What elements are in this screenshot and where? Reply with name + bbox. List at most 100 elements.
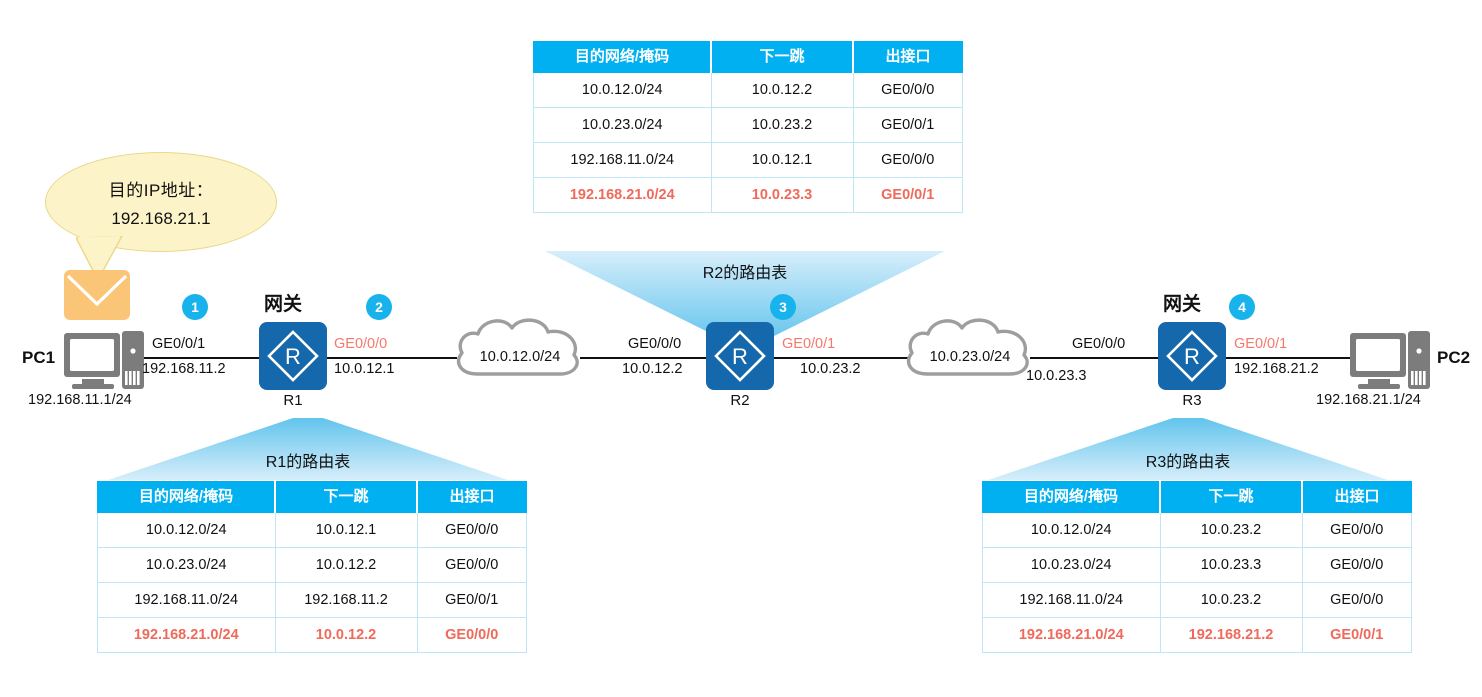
cell-dest: 10.0.12.0/24: [982, 512, 1161, 548]
r3-left-iface-label: GE0/0/0: [1072, 336, 1126, 352]
cell-dest: 10.0.23.0/24: [97, 547, 276, 583]
table-row: 192.168.11.0/24 192.168.11.2 GE0/0/1: [97, 582, 527, 618]
cloud-left-icon: [456, 318, 579, 376]
column-header-nexthop: 下一跳: [1159, 481, 1303, 513]
r2-right-iface-label: GE0/0/1: [782, 336, 836, 352]
column-header-dest: 目的网络/掩码: [982, 481, 1161, 513]
cell-iface: GE0/0/0: [416, 617, 527, 653]
cloud-right-icon: [906, 318, 1029, 376]
funnel-title-r2: R2的路由表: [702, 265, 788, 282]
link-r2-cloud2: [774, 357, 908, 359]
cell-dest: 10.0.23.0/24: [533, 107, 712, 143]
column-header-dest: 目的网络/掩码: [97, 481, 276, 513]
cell-iface: GE0/0/0: [1301, 582, 1412, 618]
table-row: 192.168.11.0/24 10.0.12.1 GE0/0/0: [533, 142, 963, 178]
pc2-ip-label: 192.168.21.1/24: [1316, 392, 1421, 408]
table-row: 10.0.23.0/24 10.0.23.2 GE0/0/1: [533, 107, 963, 143]
r2-left-iface-label: GE0/0/0: [628, 336, 682, 352]
cell-dest: 10.0.23.0/24: [982, 547, 1161, 583]
table-header-row: 目的网络/掩码 下一跳 出接口: [533, 41, 963, 73]
pc1-icon: [64, 331, 144, 389]
r1-left-iface-label: GE0/0/1: [152, 336, 206, 352]
table-row: 10.0.12.0/24 10.0.12.2 GE0/0/0: [533, 72, 963, 108]
funnel-r2: [545, 251, 945, 343]
cell-nexthop: 10.0.12.1: [274, 512, 418, 548]
table-row: 10.0.23.0/24 10.0.12.2 GE0/0/0: [97, 547, 527, 583]
cell-dest: 192.168.21.0/24: [533, 177, 712, 213]
funnel-r3: [988, 418, 1388, 480]
callout-line-2: 192.168.21.1: [111, 208, 211, 228]
cloud-right-label: 10.0.23.0/24: [929, 349, 1011, 365]
r2-right-ip-label: 10.0.23.2: [800, 361, 861, 377]
funnel-title-r1: R1的路由表: [265, 454, 351, 471]
step-badge-3: 3: [770, 294, 796, 320]
link-pc1-r1: [144, 357, 260, 359]
routing-table-r3: 目的网络/掩码 下一跳 出接口 10.0.12.0/24 10.0.23.2 G…: [982, 481, 1412, 653]
table-header-row: 目的网络/掩码 下一跳 出接口: [97, 481, 527, 513]
column-header-nexthop: 下一跳: [274, 481, 418, 513]
table-row: 10.0.23.0/24 10.0.23.3 GE0/0/0: [982, 547, 1412, 583]
funnel-r1: [108, 418, 508, 480]
table-row-highlighted: 192.168.21.0/24 10.0.23.3 GE0/0/1: [533, 177, 963, 213]
cell-dest: 10.0.12.0/24: [97, 512, 276, 548]
pc2-icon: [1350, 331, 1430, 389]
column-header-iface: 出接口: [416, 481, 527, 513]
link-r3-pc2: [1226, 357, 1352, 359]
cell-nexthop: 10.0.23.3: [1159, 547, 1303, 583]
pc1-label: PC1: [22, 348, 56, 367]
packet-envelope-icon: [64, 270, 130, 320]
cell-iface: GE0/0/0: [416, 547, 527, 583]
step-badge-1: 1: [182, 294, 208, 320]
cell-dest: 192.168.21.0/24: [982, 617, 1161, 653]
r3-name-label: R3: [1182, 392, 1202, 409]
cell-iface: GE0/0/0: [1301, 512, 1412, 548]
table-row: 10.0.12.0/24 10.0.12.1 GE0/0/0: [97, 512, 527, 548]
pc1-ip-label: 192.168.11.1/24: [28, 392, 132, 408]
table-row: 192.168.11.0/24 10.0.23.2 GE0/0/0: [982, 582, 1412, 618]
callout-line-1: 目的IP地址：: [108, 180, 214, 200]
cell-nexthop: 10.0.23.2: [1159, 512, 1303, 548]
r1-left-ip-label: 192.168.11.2: [142, 361, 226, 377]
cell-iface: GE0/0/1: [852, 177, 963, 213]
cell-nexthop: 10.0.12.2: [274, 617, 418, 653]
r2-left-ip-label: 10.0.12.2: [622, 361, 683, 377]
svg-text:R: R: [1184, 344, 1200, 369]
step-badge-4: 4: [1229, 294, 1255, 320]
column-header-iface: 出接口: [852, 41, 963, 73]
cell-dest: 192.168.11.0/24: [97, 582, 276, 618]
routing-table-r1: 目的网络/掩码 下一跳 出接口 10.0.12.0/24 10.0.12.1 G…: [97, 481, 527, 653]
cloud-left-label: 10.0.12.0/24: [479, 349, 561, 365]
r2-name-label: R2: [730, 392, 750, 409]
link-cloud2-r3: [1030, 357, 1160, 359]
cell-nexthop: 192.168.21.2: [1159, 617, 1303, 653]
table-row-highlighted: 192.168.21.0/24 10.0.12.2 GE0/0/0: [97, 617, 527, 653]
r2-router-icon: R: [706, 322, 774, 390]
step-badge-2: 2: [366, 294, 392, 320]
r3-gateway-label: 网关: [1163, 294, 1202, 315]
r1-right-ip-label: 10.0.12.1: [334, 361, 395, 377]
cell-iface: GE0/0/0: [852, 142, 963, 178]
r1-name-label: R1: [283, 392, 303, 409]
callout-tail: [76, 236, 123, 282]
cell-nexthop: 10.0.12.2: [710, 72, 854, 108]
cell-dest: 192.168.11.0/24: [533, 142, 712, 178]
cell-nexthop: 192.168.11.2: [274, 582, 418, 618]
cell-iface: GE0/0/1: [1301, 617, 1412, 653]
column-header-iface: 出接口: [1301, 481, 1412, 513]
cell-nexthop: 10.0.23.2: [710, 107, 854, 143]
table-row-highlighted: 192.168.21.0/24 192.168.21.2 GE0/0/1: [982, 617, 1412, 653]
pc2-label: PC2: [1437, 348, 1471, 367]
cell-nexthop: 10.0.23.3: [710, 177, 854, 213]
table-row: 10.0.12.0/24 10.0.23.2 GE0/0/0: [982, 512, 1412, 548]
column-header-dest: 目的网络/掩码: [533, 41, 712, 73]
link-r1-cloud1: [327, 357, 457, 359]
cell-iface: GE0/0/1: [416, 582, 527, 618]
r1-right-iface-label: GE0/0/0: [334, 336, 388, 352]
svg-text:R: R: [732, 344, 748, 369]
cell-dest: 192.168.11.0/24: [982, 582, 1161, 618]
cell-nexthop: 10.0.23.2: [1159, 582, 1303, 618]
destination-ip-callout: 目的IP地址： 192.168.21.1: [45, 152, 277, 252]
cell-iface: GE0/0/1: [852, 107, 963, 143]
cell-dest: 192.168.21.0/24: [97, 617, 276, 653]
cell-nexthop: 10.0.12.1: [710, 142, 854, 178]
